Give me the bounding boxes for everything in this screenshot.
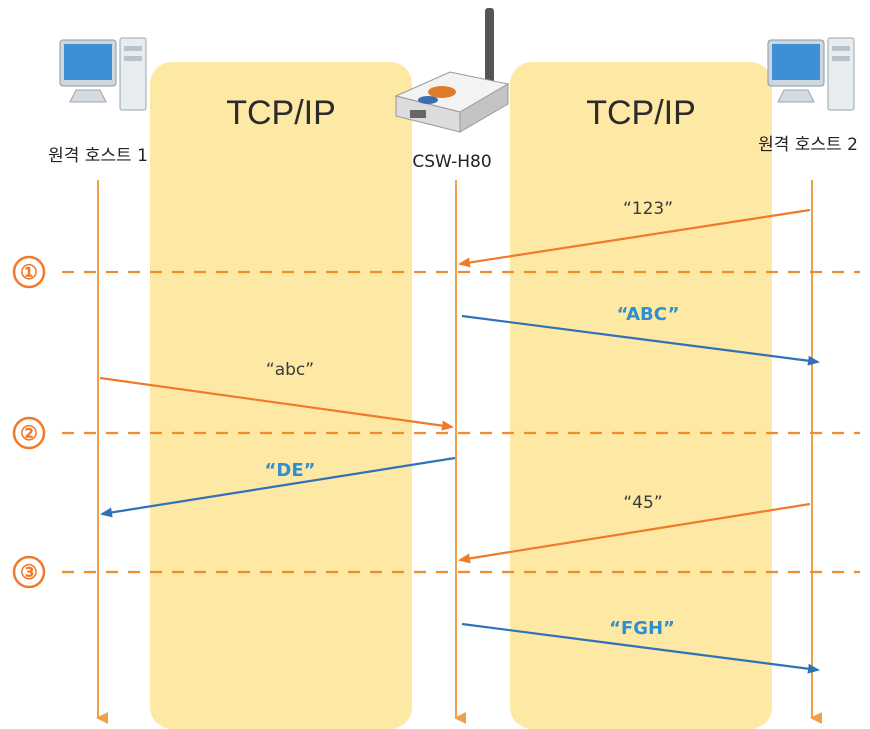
band-title-left: TCP/IP bbox=[226, 94, 336, 132]
router-icon bbox=[394, 8, 510, 133]
message-arrow-abc-upper bbox=[461, 314, 820, 366]
computer-icon bbox=[59, 37, 147, 111]
message-arrow-abc-lower bbox=[99, 376, 454, 431]
band-title-right: TCP/IP bbox=[586, 94, 696, 132]
step-marker-1: ① bbox=[12, 255, 46, 289]
message-arrow-fgh bbox=[461, 622, 820, 674]
message-label-de: “DE” bbox=[265, 460, 316, 481]
step-number-2: ② bbox=[20, 423, 38, 445]
message-arrow-45 bbox=[458, 502, 811, 564]
message-label-abc-lower: “abc” bbox=[266, 360, 314, 380]
message-label-45: “45” bbox=[623, 493, 662, 513]
step-marker-3: ③ bbox=[12, 555, 46, 589]
step-marker-2: ② bbox=[12, 416, 46, 450]
computer-icon bbox=[767, 37, 855, 111]
step-number-3: ③ bbox=[20, 562, 38, 584]
message-label-fgh: “FGH” bbox=[609, 618, 675, 639]
tcpip-band-left bbox=[150, 62, 412, 729]
step-number-1: ① bbox=[20, 262, 38, 284]
message-arrow-de bbox=[100, 456, 456, 518]
message-arrow-123 bbox=[458, 208, 811, 268]
host1-label: 원격 호스트 1 bbox=[48, 146, 148, 166]
device-label: CSW-H80 bbox=[412, 152, 491, 172]
host2-label: 원격 호스트 2 bbox=[758, 135, 858, 155]
tcpip-band-right bbox=[510, 62, 772, 729]
message-label-123: “123” bbox=[623, 199, 673, 219]
message-label-abc-upper: “ABC” bbox=[617, 304, 680, 325]
